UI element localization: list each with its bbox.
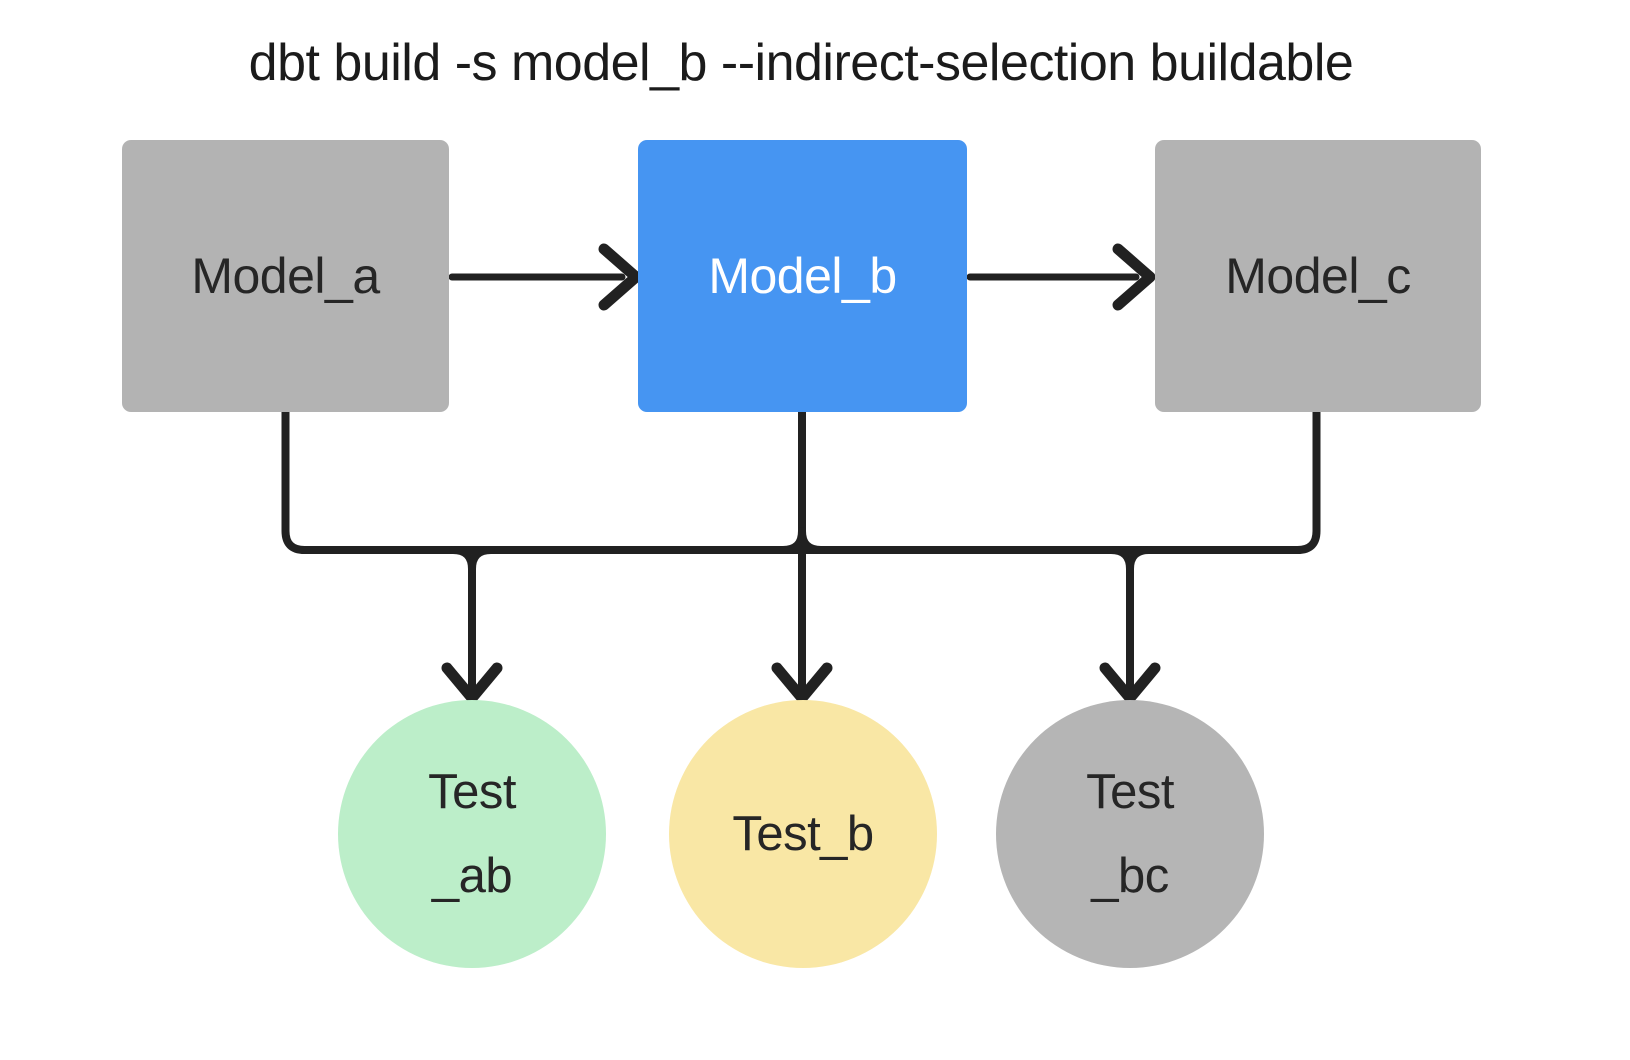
arrowhead-to-test-ab bbox=[441, 662, 503, 704]
arrowhead-to-test-bc bbox=[1099, 662, 1161, 704]
node-model-a-label: Model_a bbox=[191, 248, 380, 304]
node-test-b-label: Test_b bbox=[732, 806, 874, 861]
node-test-ab-label-line1: Test bbox=[428, 764, 516, 819]
arrowhead-to-test-b bbox=[771, 662, 833, 704]
node-test-bc: Test _bc bbox=[996, 700, 1264, 968]
node-test-ab: Test _ab bbox=[338, 700, 606, 968]
edge-fillet-test-bc-right bbox=[1126, 546, 1153, 573]
edge-fillet-model-b-right bbox=[798, 527, 825, 554]
diagram-title: dbt build -s model_b --indirect-selectio… bbox=[248, 34, 1354, 92]
arrowhead-model-b-to-model-c bbox=[1112, 243, 1156, 311]
node-model-b: Model_b bbox=[638, 140, 967, 412]
node-model-a: Model_a bbox=[122, 140, 449, 412]
node-model-c-label: Model_c bbox=[1225, 248, 1411, 304]
node-model-c: Model_c bbox=[1155, 140, 1481, 412]
arrowhead-model-a-to-model-b bbox=[598, 243, 642, 311]
node-test-bc-label-line1: Test bbox=[1086, 764, 1174, 819]
node-test-bc-label-line2: _bc bbox=[1091, 849, 1169, 903]
node-test-ab-label-line2: _ab bbox=[431, 849, 513, 903]
node-model-b-label: Model_b bbox=[708, 248, 897, 304]
node-test-b: Test_b bbox=[669, 700, 937, 968]
edge-fillet-test-ab-right bbox=[468, 546, 495, 573]
